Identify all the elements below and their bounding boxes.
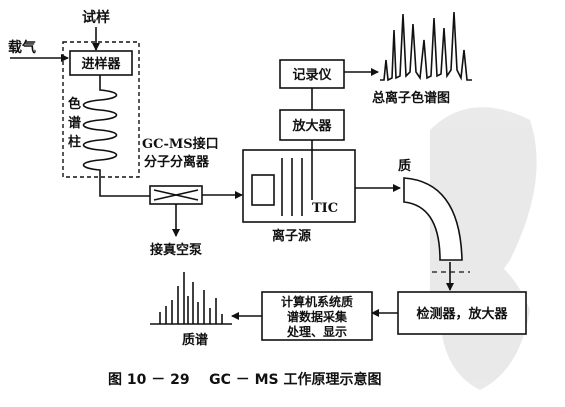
injector-box xyxy=(69,50,133,76)
column-label-2: 谱 xyxy=(68,115,81,131)
figure-caption: 图 10 － 29 GC － MS 工作原理示意图 xyxy=(108,371,382,388)
carrier-gas-label: 载气 xyxy=(8,39,36,56)
tic-chromatogram-trace xyxy=(380,11,472,82)
mass-analyzer-sector xyxy=(403,177,463,261)
molecular-separator xyxy=(149,185,203,237)
interface-label-2: 分子分离器 xyxy=(144,154,210,170)
interface-label-1: GC-MS接口 xyxy=(142,136,219,152)
column-oven xyxy=(62,41,140,178)
computer-label-3: 处理、显示 xyxy=(286,324,347,339)
recorder-label: 记录仪 xyxy=(292,68,332,83)
computer-label-2: 谱数据采集 xyxy=(287,309,348,324)
computer-label-1: 计算机系统质 xyxy=(281,294,353,309)
tic-chromatogram-label: 总离子色谱图 xyxy=(372,90,450,106)
recorder-box xyxy=(279,59,345,89)
detector-label: 检测器，放大器 xyxy=(416,306,508,322)
injector-label: 进样器 xyxy=(81,56,121,72)
ion-chamber xyxy=(251,174,275,206)
column-label-1: 色 xyxy=(68,96,81,112)
mass-spectrum-label: 质谱 xyxy=(182,332,208,348)
tic-label: TIC xyxy=(312,201,338,216)
vacuum-pump-label: 接真空泵 xyxy=(150,242,202,258)
mass-spectrum-plot xyxy=(150,272,232,325)
computer-box xyxy=(261,291,373,341)
mass-analyzer-label: 质 xyxy=(398,158,411,174)
ion-source-label: 离子源 xyxy=(272,228,311,244)
sample-label: 试样 xyxy=(82,9,110,26)
amplifier-box xyxy=(279,109,345,141)
amplifier-label: 放大器 xyxy=(291,118,332,134)
column-label-3: 柱 xyxy=(68,134,81,150)
gc-column-coil xyxy=(82,75,150,197)
